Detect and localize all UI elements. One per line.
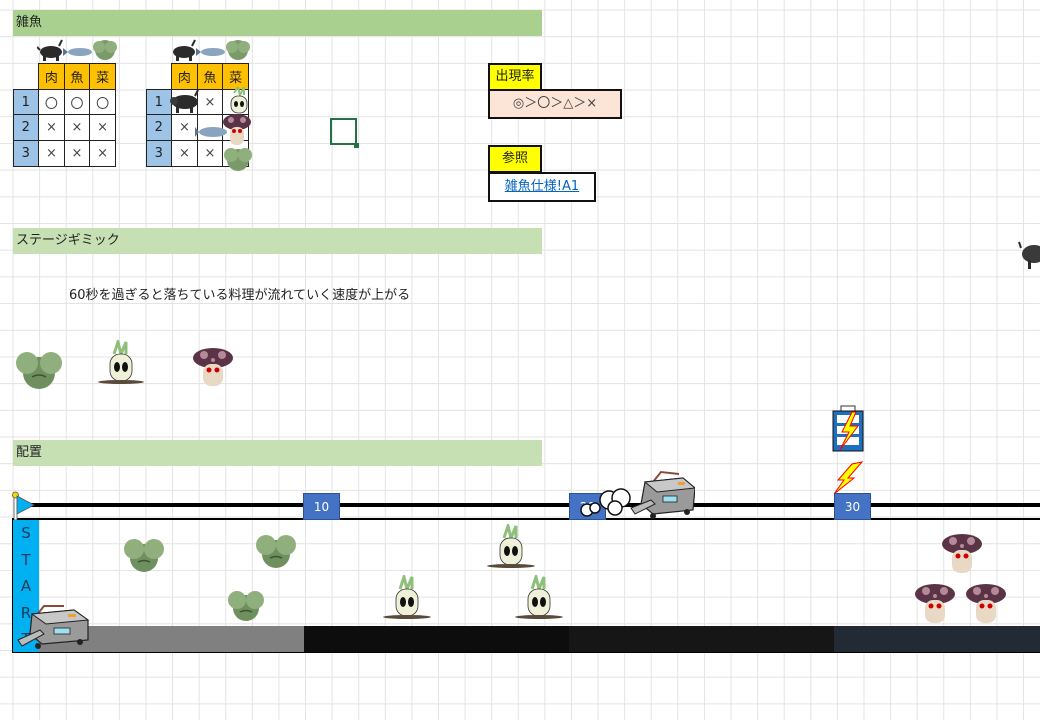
section-header-gimmick: ステージギミック bbox=[13, 228, 542, 254]
reference-cell: 雑魚仕様!A1 bbox=[488, 172, 596, 202]
bar-segment-4 bbox=[834, 626, 1040, 652]
daikon-icon bbox=[487, 524, 535, 568]
start-letter: R bbox=[20, 603, 32, 622]
reference-link[interactable]: 雑魚仕様!A1 bbox=[504, 179, 580, 194]
section-header-zako: 雑魚 bbox=[13, 10, 542, 36]
table-cell[interactable]: × bbox=[38, 140, 65, 167]
row-number: 2 bbox=[12, 114, 40, 142]
lightning-icon bbox=[833, 461, 864, 494]
appearance-rate-value: ◎＞〇＞△＞× bbox=[488, 89, 622, 119]
start-letter: A bbox=[20, 577, 32, 595]
battery-lightning-icon bbox=[832, 405, 864, 494]
cabbage-icon bbox=[16, 352, 62, 389]
daikon-icon bbox=[383, 575, 431, 619]
mushroom-icon bbox=[942, 534, 982, 573]
boar-icon bbox=[1018, 241, 1040, 269]
table-cell[interactable]: 〇 bbox=[38, 88, 65, 116]
mushroom-icon bbox=[193, 348, 233, 386]
mushroom-icon bbox=[223, 114, 251, 145]
row-number: 2 bbox=[145, 114, 173, 142]
table-cell[interactable]: × bbox=[196, 140, 224, 167]
boar-icon bbox=[170, 89, 199, 113]
bar-segment-3 bbox=[569, 626, 834, 652]
table-cell[interactable]: × bbox=[89, 140, 116, 167]
header-meat: 肉 bbox=[171, 63, 198, 90]
cabbage-icon bbox=[228, 591, 264, 621]
daikon-icon bbox=[515, 575, 563, 619]
header-veg: 菜 bbox=[89, 63, 116, 90]
daikon-icon bbox=[230, 87, 248, 114]
boar-icon bbox=[173, 39, 196, 61]
icon-strip-right bbox=[173, 39, 250, 61]
table-cell[interactable]: × bbox=[63, 140, 91, 167]
header-fish: 魚 bbox=[63, 63, 91, 90]
row-number: 1 bbox=[145, 88, 173, 116]
bar-segment-2 bbox=[304, 626, 569, 652]
table-cell[interactable]: 〇 bbox=[89, 88, 116, 116]
truck-icon bbox=[17, 605, 90, 649]
table-cell[interactable]: × bbox=[63, 114, 91, 142]
cabbage-icon bbox=[124, 539, 164, 572]
start-letter: S bbox=[21, 524, 31, 542]
mushroom-icon bbox=[915, 584, 955, 623]
row-number: 3 bbox=[145, 140, 173, 167]
track-line-top bbox=[22, 503, 1040, 507]
daikon-icon bbox=[98, 340, 144, 384]
truck-with-smoke-icon bbox=[580, 470, 695, 519]
cabbage-icon bbox=[256, 535, 296, 568]
table-cell[interactable]: × bbox=[196, 88, 224, 116]
row-number: 3 bbox=[12, 140, 40, 167]
table-cell[interactable]: 〇 bbox=[63, 88, 91, 116]
appearance-rate-label: 出現率 bbox=[488, 63, 542, 91]
time-marker-30: 30 bbox=[834, 493, 871, 520]
appearance-table-left: 肉 魚 菜 1 〇 〇 〇 2 × × × 3 × × × bbox=[12, 63, 116, 167]
header-meat: 肉 bbox=[38, 63, 65, 90]
cabbage-icon bbox=[226, 40, 250, 60]
smoke-icon bbox=[580, 488, 631, 517]
gimmick-description: 60秒を過ぎると落ちている料理が流れていく速度が上がる bbox=[69, 288, 411, 303]
fish-icon bbox=[196, 48, 225, 56]
section-header-placement: 配置 bbox=[13, 440, 542, 466]
row-number: 1 bbox=[12, 88, 40, 116]
mushroom-icon bbox=[966, 584, 1006, 623]
header-veg: 菜 bbox=[222, 63, 249, 90]
boar-icon bbox=[37, 39, 63, 61]
track-line-bottom bbox=[12, 518, 1040, 520]
fish-icon bbox=[195, 127, 227, 137]
table-cell[interactable]: × bbox=[89, 114, 116, 142]
fish-icon bbox=[63, 48, 92, 56]
table-cell[interactable]: × bbox=[171, 114, 198, 142]
start-flag-icon bbox=[12, 491, 35, 520]
header-fish: 魚 bbox=[196, 63, 224, 90]
selected-cell[interactable] bbox=[330, 118, 357, 145]
cabbage-icon bbox=[93, 40, 117, 60]
cabbage-icon bbox=[224, 148, 252, 171]
start-letter: T bbox=[21, 550, 31, 569]
table-row: 3 × × × bbox=[12, 140, 116, 167]
fill-handle[interactable] bbox=[354, 143, 359, 148]
table-cell[interactable]: × bbox=[38, 114, 65, 142]
table-cell[interactable]: × bbox=[171, 140, 198, 167]
time-marker-10: 10 bbox=[303, 493, 340, 520]
reference-label: 参照 bbox=[488, 145, 542, 173]
icon-strip-left bbox=[37, 39, 117, 61]
table-row: 2 × × × bbox=[12, 114, 116, 142]
table-row: 1 〇 〇 〇 bbox=[12, 88, 116, 116]
